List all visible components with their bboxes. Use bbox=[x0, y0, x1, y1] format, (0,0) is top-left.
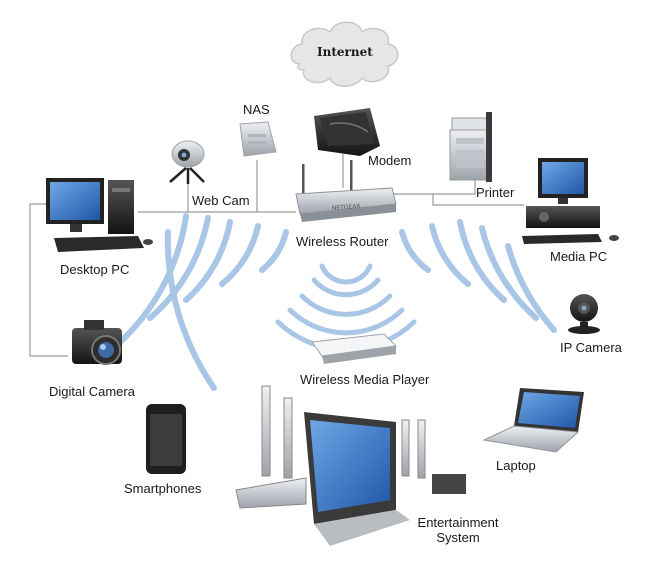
cloud-icon bbox=[290, 21, 399, 87]
webcam-icon bbox=[169, 140, 205, 184]
smartphone-icon bbox=[146, 404, 186, 474]
entertainment-system-icon bbox=[235, 385, 466, 546]
digital-camera-icon bbox=[72, 320, 122, 365]
router-brand: NETGEAR bbox=[332, 203, 361, 212]
nas-label: NAS bbox=[243, 102, 270, 117]
media-pc-label: Media PC bbox=[550, 249, 608, 264]
smartphones-label: Smartphones bbox=[124, 481, 202, 496]
cloud-label: Internet bbox=[317, 45, 373, 59]
ip-camera-label: IP Camera bbox=[560, 340, 622, 355]
wireless-router-label: Wireless Router bbox=[296, 234, 389, 249]
modem-icon bbox=[314, 108, 380, 156]
digital-camera-label: Digital Camera bbox=[49, 384, 135, 399]
nas-icon bbox=[239, 121, 277, 157]
laptop-label: Laptop bbox=[496, 458, 536, 473]
wireless-media-player-label: Wireless Media Player bbox=[300, 372, 430, 387]
desktop-pc-label: Desktop PC bbox=[60, 262, 130, 277]
modem-label: Modem bbox=[368, 153, 412, 168]
router-icon: NETGEAR bbox=[295, 160, 397, 222]
web-cam-label: Web Cam bbox=[192, 193, 250, 208]
media-pc-icon bbox=[522, 158, 619, 244]
laptop-icon bbox=[482, 388, 584, 453]
desktop-pc-icon bbox=[46, 178, 153, 252]
entertainment-label-line1: Entertainment bbox=[417, 515, 499, 530]
entertainment-label-line2: System bbox=[436, 530, 480, 545]
wired-connections bbox=[29, 154, 524, 357]
media-player-icon bbox=[311, 333, 398, 364]
printer-label: Printer bbox=[476, 185, 515, 200]
ip-camera-icon bbox=[568, 294, 600, 334]
printer-icon bbox=[449, 112, 492, 182]
entertainment-system-label: Entertainment System bbox=[408, 515, 508, 545]
